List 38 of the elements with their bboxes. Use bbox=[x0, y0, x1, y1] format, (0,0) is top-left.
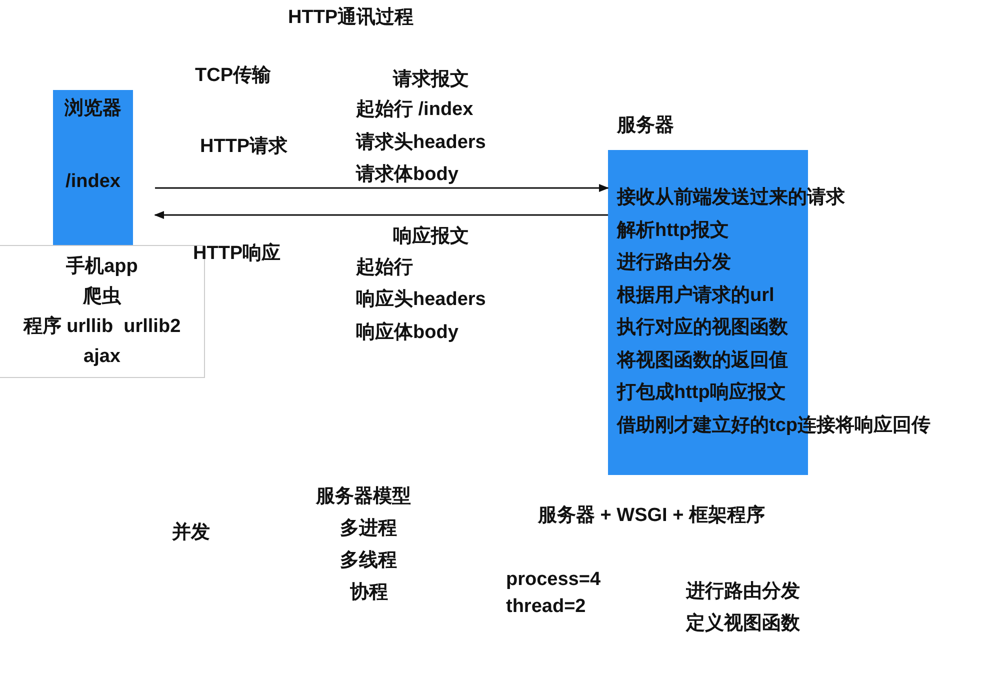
label-text: 请求头headers bbox=[356, 131, 486, 155]
client-text: 手机app bbox=[66, 254, 138, 279]
label-text: 定义视图函数 bbox=[686, 612, 800, 636]
path-text: /index bbox=[66, 170, 120, 194]
arrow bbox=[155, 184, 609, 192]
step-text: 根据用户请求的url bbox=[617, 284, 774, 308]
label-text: 多线程 bbox=[340, 549, 397, 573]
box-heading: 浏览器 bbox=[64, 96, 122, 121]
label-text: 并发 bbox=[172, 520, 210, 545]
label-text: 响应报文 bbox=[393, 224, 469, 249]
client-text: ajax bbox=[84, 345, 120, 369]
label-text: 请求体body bbox=[356, 163, 458, 187]
step-text: 打包成http响应报文 bbox=[617, 381, 786, 405]
label-text: 多进程 bbox=[340, 517, 397, 541]
label-text: HTTP响应 bbox=[193, 242, 281, 266]
step-text: 执行对应的视图函数 bbox=[617, 316, 788, 340]
step-text: 将视图函数的返回值 bbox=[617, 348, 788, 372]
label-text: thread=2 bbox=[506, 595, 586, 619]
label-text: 起始行 bbox=[356, 256, 413, 280]
label-text: 请求报文 bbox=[393, 68, 469, 92]
label-text: TCP传输 bbox=[195, 64, 271, 88]
label-text: process=4 bbox=[506, 568, 601, 592]
label-text: 服务器模型 bbox=[316, 485, 411, 509]
arrow bbox=[154, 211, 608, 219]
label-text: 响应头headers bbox=[356, 288, 486, 312]
label-text: 响应体body bbox=[356, 320, 458, 345]
label-text: 协程 bbox=[350, 581, 388, 605]
step-text: 解析http报文 bbox=[617, 218, 729, 242]
diagram-title: HTTP通讯过程 bbox=[288, 6, 414, 30]
label-text: HTTP请求 bbox=[200, 135, 288, 159]
label-text: 起始行 /index bbox=[356, 98, 474, 122]
client-text: 爬虫 bbox=[83, 285, 121, 309]
label-text: 服务器 + WSGI + 框架程序 bbox=[538, 504, 765, 528]
browser-box bbox=[53, 90, 133, 245]
client-text: 程序 urllib urllib2 bbox=[23, 314, 181, 339]
label-text: 进行路由分发 bbox=[686, 580, 800, 604]
step-text: 进行路由分发 bbox=[617, 251, 731, 275]
box-heading: 服务器 bbox=[617, 114, 674, 138]
